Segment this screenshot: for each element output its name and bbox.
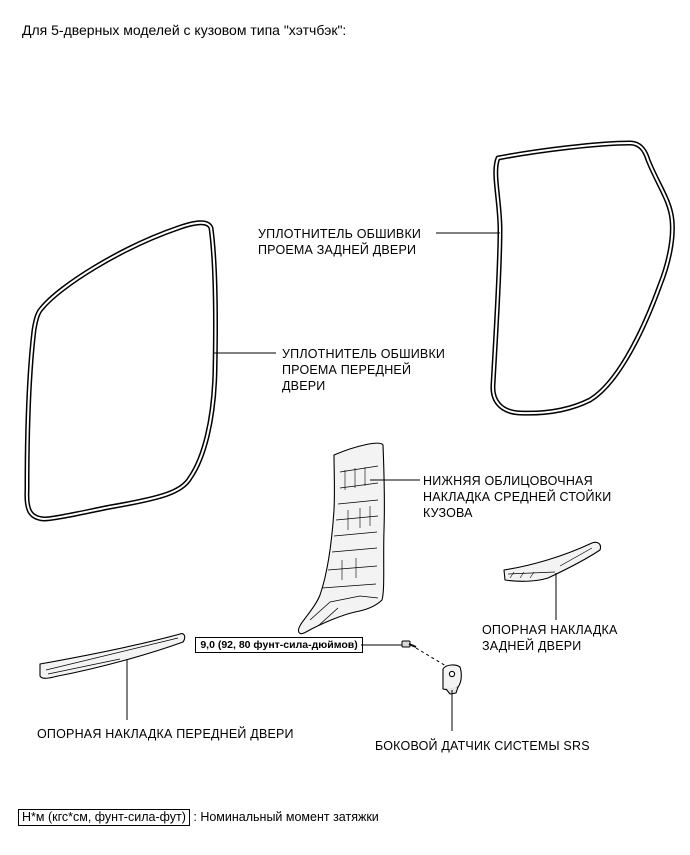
label-line: УПЛОТНИТЕЛЬ ОБШИВКИ [258, 227, 422, 241]
torque-legend: Н*м (кгс*см, фунт-сила-фут) : Номинальны… [18, 809, 379, 826]
srs-side-sensor [442, 664, 462, 695]
rear-scuff-plate [503, 541, 602, 582]
rear-door-weatherstrip [490, 140, 675, 416]
label-line: УПЛОТНИТЕЛЬ ОБШИВКИ [282, 347, 446, 361]
label-rear-door-weatherstrip: УПЛОТНИТЕЛЬ ОБШИВКИ ПРОЕМА ЗАДНЕЙ ДВЕРИ [258, 226, 421, 258]
label-line: ПРОЕМА ПЕРЕДНЕЙ [282, 363, 412, 377]
label-line: КУЗОВА [423, 506, 473, 520]
label-front-scuff-plate: ОПОРНАЯ НАКЛАДКА ПЕРЕДНЕЙ ДВЕРИ [37, 727, 294, 741]
label-rear-scuff-plate: ОПОРНАЯ НАКЛАДКА ЗАДНЕЙ ДВЕРИ [482, 622, 618, 654]
leader-lines [126, 232, 557, 731]
label-line: ЗАДНЕЙ ДВЕРИ [482, 639, 582, 653]
label-line: ОПОРНАЯ НАКЛАДКА [482, 623, 618, 637]
label-line: НИЖНЯЯ ОБЛИЦОВОЧНАЯ [423, 474, 593, 488]
bolt-icon [401, 640, 417, 648]
front-scuff-plate [39, 633, 186, 679]
bolt-install-path [415, 647, 447, 667]
legend-description: : Номинальный момент затяжки [193, 810, 379, 824]
front-door-weatherstrip [24, 220, 219, 522]
page-title: Для 5-дверных моделей с кузовом типа "хэ… [22, 22, 347, 38]
legend-unit-box: Н*м (кгс*см, фунт-сила-фут) [18, 809, 190, 826]
label-srs-side-sensor: БОКОВОЙ ДАТЧИК СИСТЕМЫ SRS [375, 739, 590, 753]
label-center-pillar-garnish: НИЖНЯЯ ОБЛИЦОВОЧНАЯ НАКЛАДКА СРЕДНЕЙ СТО… [423, 473, 611, 521]
label-line: ПРОЕМА ЗАДНЕЙ ДВЕРИ [258, 243, 417, 257]
label-line: ДВЕРИ [282, 379, 326, 393]
label-line: НАКЛАДКА СРЕДНЕЙ СТОЙКИ [423, 490, 612, 504]
center-pillar-garnish [297, 442, 385, 635]
torque-spec-box: 9,0 (92, 80 фунт-сила-дюймов) [195, 637, 363, 653]
label-front-door-weatherstrip: УПЛОТНИТЕЛЬ ОБШИВКИ ПРОЕМА ПЕРЕДНЕЙ ДВЕР… [282, 346, 445, 394]
